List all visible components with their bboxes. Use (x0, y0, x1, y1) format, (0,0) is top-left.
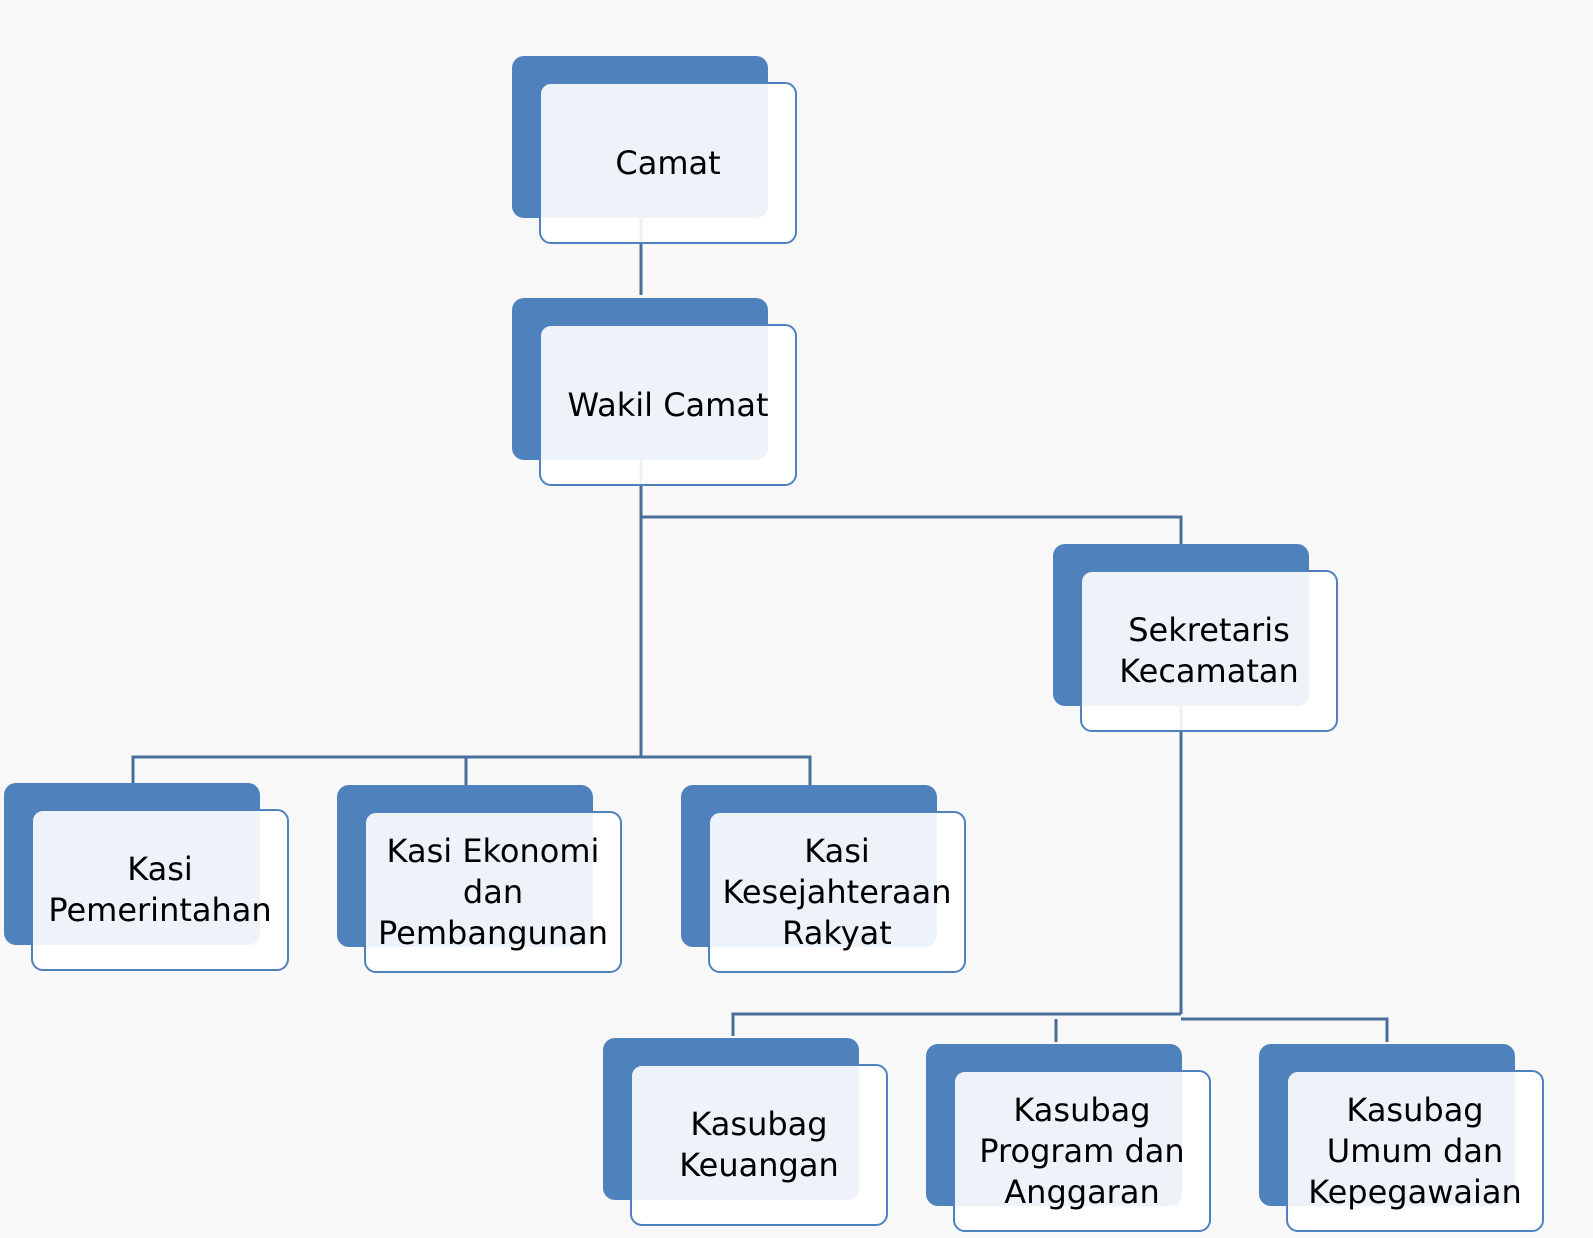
node-sekretaris-kecamatan[interactable]: Sekretaris Kecamatan (1053, 544, 1340, 734)
node-box: Kasubag Umum dan Kepegawaian (1286, 1070, 1544, 1232)
node-label-wakil-camat: Wakil Camat (567, 385, 769, 424)
node-label-kasi-ekonomi: Kasi Ekonomi dan Pembangunan (378, 831, 608, 952)
node-box: Sekretaris Kecamatan (1080, 570, 1338, 732)
node-label-camat: Camat (615, 143, 721, 182)
node-kasi-pemerintahan[interactable]: Kasi Pemerintahan (4, 783, 291, 973)
connector-kasubag-keuangan (731, 1012, 1181, 1036)
node-label-kasi-pemerintahan: Kasi Pemerintahan (48, 850, 272, 929)
node-kasubag-keuangan[interactable]: Kasubag Keuangan (603, 1038, 890, 1228)
connector-wakil-sekretaris (639, 455, 1183, 545)
node-box: Kasubag Program dan Anggaran (953, 1070, 1211, 1232)
connector-kasi-pemerintahan (131, 755, 641, 783)
node-kasi-ekonomi-pembangunan[interactable]: Kasi Ekonomi dan Pembangunan (337, 785, 624, 975)
node-box: Kasubag Keuangan (630, 1064, 888, 1226)
node-camat[interactable]: Camat (512, 56, 799, 246)
node-box: Camat (539, 82, 797, 244)
connector-kasi-kesra (641, 755, 812, 785)
connector-kasubag-program-umum (1054, 1017, 1389, 1042)
node-kasi-kesejahteraan-rakyat[interactable]: Kasi Kesejahteraan Rakyat (681, 785, 968, 975)
node-box: Kasi Kesejahteraan Rakyat (708, 811, 966, 973)
node-box: Kasi Ekonomi dan Pembangunan (364, 811, 622, 973)
node-box: Wakil Camat (539, 324, 797, 486)
node-label-sekretaris: Sekretaris Kecamatan (1119, 611, 1299, 690)
node-label-kasubag-keuangan: Kasubag Keuangan (679, 1105, 839, 1184)
node-label-kasubag-umum: Kasubag Umum dan Kepegawaian (1308, 1090, 1522, 1211)
node-wakil-camat[interactable]: Wakil Camat (512, 298, 799, 488)
node-kasubag-program-anggaran[interactable]: Kasubag Program dan Anggaran (926, 1044, 1213, 1234)
node-box: Kasi Pemerintahan (31, 809, 289, 971)
node-kasubag-umum-kepegawaian[interactable]: Kasubag Umum dan Kepegawaian (1259, 1044, 1546, 1234)
node-label-kasi-kesra: Kasi Kesejahteraan Rakyat (722, 831, 952, 952)
node-label-kasubag-program: Kasubag Program dan Anggaran (979, 1090, 1185, 1211)
